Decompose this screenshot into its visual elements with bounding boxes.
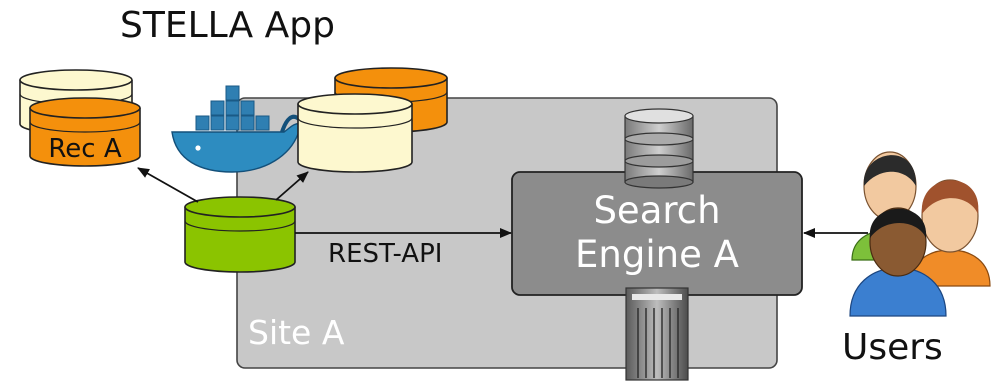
rec-a-label: Rec A — [48, 134, 121, 164]
search-engine-label-line1: Search — [593, 189, 721, 232]
users-group-icon — [849, 151, 991, 317]
container-db-cream-front — [297, 93, 413, 173]
arrow-to-container — [275, 171, 309, 201]
rec-a-database: Rec A — [29, 97, 141, 167]
app-title: STELLA App — [120, 5, 335, 46]
database-icon — [624, 108, 694, 189]
users-label: Users — [842, 327, 943, 368]
rest-api-label: REST-API — [328, 239, 443, 269]
server-tower-icon — [625, 287, 689, 381]
search-engine-label-line2: Engine A — [575, 233, 739, 276]
site-label: Site A — [248, 313, 345, 352]
stella-app-database — [184, 196, 296, 273]
arrow-to-rec-a — [137, 167, 199, 203]
connection-arrows — [137, 167, 868, 238]
